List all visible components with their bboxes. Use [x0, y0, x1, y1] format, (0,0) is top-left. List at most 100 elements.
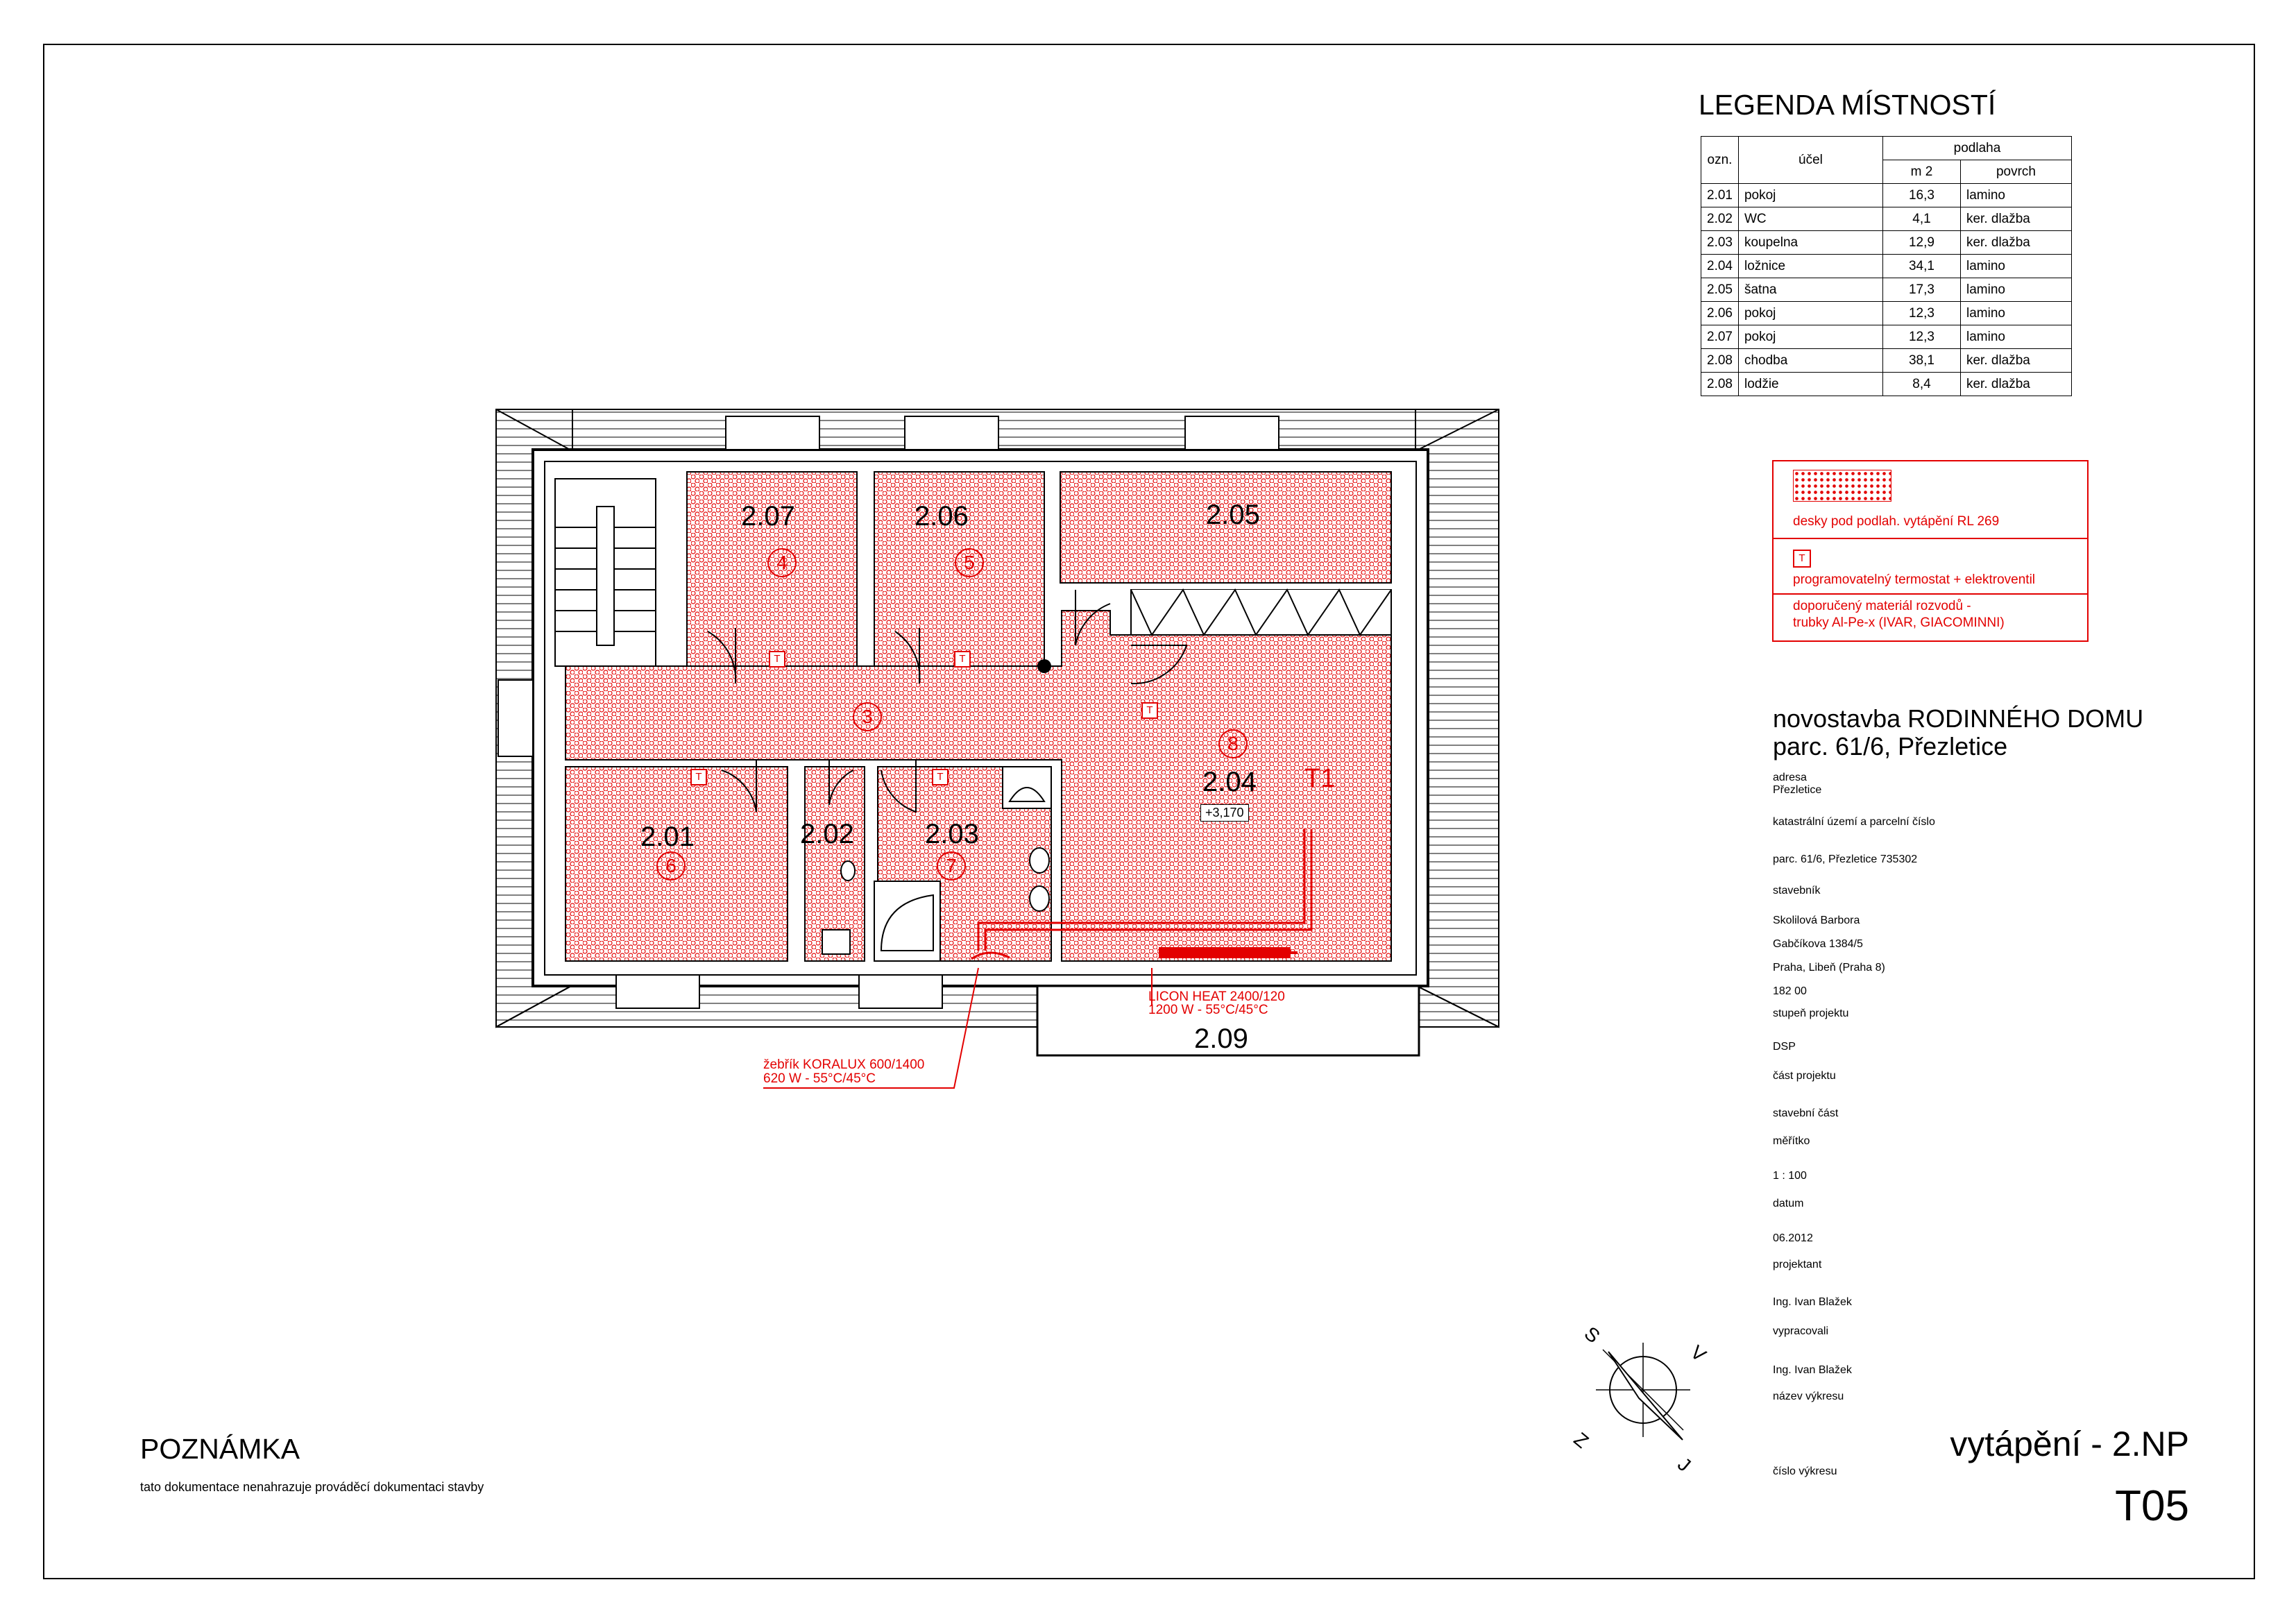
stavebnik-2: Gabčíkova 1384/5: [1773, 938, 1863, 950]
legend-cell-m2: 17,3: [1882, 278, 1961, 302]
room-2-09: 2.09: [1194, 1023, 1248, 1054]
legend-cell-m2: 12,3: [1882, 301, 1961, 325]
room-2-07: 2.07: [741, 501, 795, 532]
legend-cell-povrch: ker. dlažba: [1959, 207, 2072, 231]
legend-cell-ozn: 2.02: [1701, 207, 1739, 231]
room-2-02: 2.02: [800, 819, 854, 849]
circuit-3: 3: [853, 702, 882, 731]
key-material-2: trubky Al-Pe-x (IVAR, GIACOMINNI): [1793, 615, 2005, 630]
legend-cell-ucel: WC: [1737, 207, 1883, 231]
stavebnik-value: Skolilová Barbora Gabčíkova 1384/5 Praha…: [1773, 909, 2189, 1003]
stavebnik-4: 182 00: [1773, 985, 1807, 997]
thermostat-icon: T: [690, 769, 707, 785]
circuit-6: 6: [656, 851, 686, 881]
project-title-2: parc. 61/6, Přezletice: [1773, 732, 2008, 760]
legend-cell-ozn: 2.01: [1701, 183, 1739, 207]
adresa-value: Přezletice: [1773, 784, 1822, 796]
circuit-8: 8: [1218, 729, 1248, 758]
header-povrch: povrch: [1959, 160, 2072, 184]
key-material-1: doporučený materiál rozvodů -: [1793, 599, 1971, 613]
thermostat-icon: T: [1793, 550, 1811, 568]
drawing-number: T05: [2115, 1482, 2189, 1530]
adresa-label: adresa: [1773, 772, 1807, 783]
room-2-03: 2.03: [925, 819, 979, 849]
legend-title: LEGENDA MÍSTNOSTÍ: [1699, 89, 1996, 121]
projektant-label: projektant: [1773, 1259, 1822, 1271]
katastr-label: katastrální území a parcelní číslo: [1773, 816, 1935, 828]
datum-label: datum: [1773, 1198, 1804, 1209]
note-heading: POZNÁMKA: [140, 1433, 300, 1465]
project-title: novostavba RODINNÉHO DOMU parc. 61/6, Př…: [1773, 705, 2143, 760]
circuit-4: 4: [767, 548, 797, 577]
datum-value: 06.2012: [1773, 1232, 1813, 1244]
thermostat-icon: T: [954, 651, 971, 668]
legend-cell-povrch: ker. dlažba: [1959, 372, 2072, 396]
heated-areas: [565, 471, 1392, 962]
katastr-value: parc. 61/6, Přezletice 735302: [1773, 853, 1918, 865]
legend-cell-ucel: lodžie: [1737, 372, 1883, 396]
legend-cell-ozn: 2.03: [1701, 230, 1739, 255]
thermostat-t1-label: T1: [1304, 764, 1336, 793]
legend-cell-m2: 8,4: [1882, 372, 1961, 396]
compass-icon: [1596, 1343, 1690, 1441]
cast-label: část projektu: [1773, 1070, 1836, 1082]
legend-cell-ucel: šatna: [1737, 278, 1883, 302]
vypracovali-value: Ing. Ivan Blažek: [1773, 1364, 1852, 1376]
heating-pattern-swatch: [1793, 470, 1891, 502]
legend-cell-ozn: 2.08: [1701, 348, 1739, 373]
thermostat-icon: T: [769, 651, 785, 668]
drawing-name: vytápění - 2.NP: [1950, 1425, 2189, 1463]
drawing-frame: [43, 44, 2255, 1579]
key-heating-plates: desky pod podlah. vytápění RL 269: [1793, 514, 2000, 529]
floor-level: +3,170: [1200, 804, 1249, 822]
legend-cell-ucel: koupelna: [1737, 230, 1883, 255]
projektant-value: Ing. Ivan Blažek: [1773, 1296, 1852, 1308]
room-2-01: 2.01: [640, 822, 695, 852]
stavebnik-1: Skolilová Barbora: [1773, 915, 1860, 926]
leader-lines: [763, 967, 1153, 1089]
legend-cell-povrch: ker. dlažba: [1959, 348, 2072, 373]
koralux-label: žebřík KORALUX 600/1400 620 W - 55°C/45°…: [763, 1058, 924, 1086]
room-2-06: 2.06: [915, 501, 969, 532]
legend-cell-povrch: lamino: [1959, 254, 2072, 278]
licon-line-2: 1200 W - 55°C/45°C: [1148, 1003, 1268, 1017]
legend-cell-ucel: chodba: [1737, 348, 1883, 373]
stavebnik-label: stavebník: [1773, 885, 1821, 897]
legend-cell-ozn: 2.05: [1701, 278, 1739, 302]
circuit-7: 7: [937, 851, 966, 881]
project-title-1: novostavba RODINNÉHO DOMU: [1773, 704, 2144, 733]
meritko-label: měřítko: [1773, 1135, 1810, 1147]
licon-line-1: LICON HEAT 2400/120: [1148, 989, 1285, 1004]
header-podlaha: podlaha: [1882, 136, 2072, 160]
loggia-outline: [1036, 985, 1420, 1057]
thermostat-icon: T: [1141, 702, 1158, 719]
cislo-label: číslo výkresu: [1773, 1465, 1837, 1477]
stupen-value: DSP: [1773, 1041, 1796, 1053]
circuit-5: 5: [955, 548, 984, 577]
legend-cell-ozn: 2.04: [1701, 254, 1739, 278]
bathroom-fixtures: [822, 766, 1052, 962]
note-text: tato dokumentace nenahrazuje prováděcí d…: [140, 1480, 484, 1494]
distributor-icon: [1037, 659, 1051, 673]
meritko-value: 1 : 100: [1773, 1170, 1807, 1182]
room-2-05: 2.05: [1206, 500, 1260, 530]
legend-cell-ucel: ložnice: [1737, 254, 1883, 278]
key-thermostat: programovatelný termostat + elektroventi…: [1793, 572, 2036, 587]
thermostat-icon: T: [932, 769, 949, 785]
legend-cell-povrch: lamino: [1959, 183, 2072, 207]
room-2-04: 2.04: [1202, 767, 1257, 797]
koralux-line-1: žebřík KORALUX 600/1400: [763, 1057, 925, 1072]
legend-cell-ucel: pokoj: [1737, 301, 1883, 325]
koralux-line-2: 620 W - 55°C/45°C: [763, 1071, 876, 1086]
windows: [498, 416, 1279, 1009]
vypracovali-label: vypracovali: [1773, 1325, 1829, 1337]
